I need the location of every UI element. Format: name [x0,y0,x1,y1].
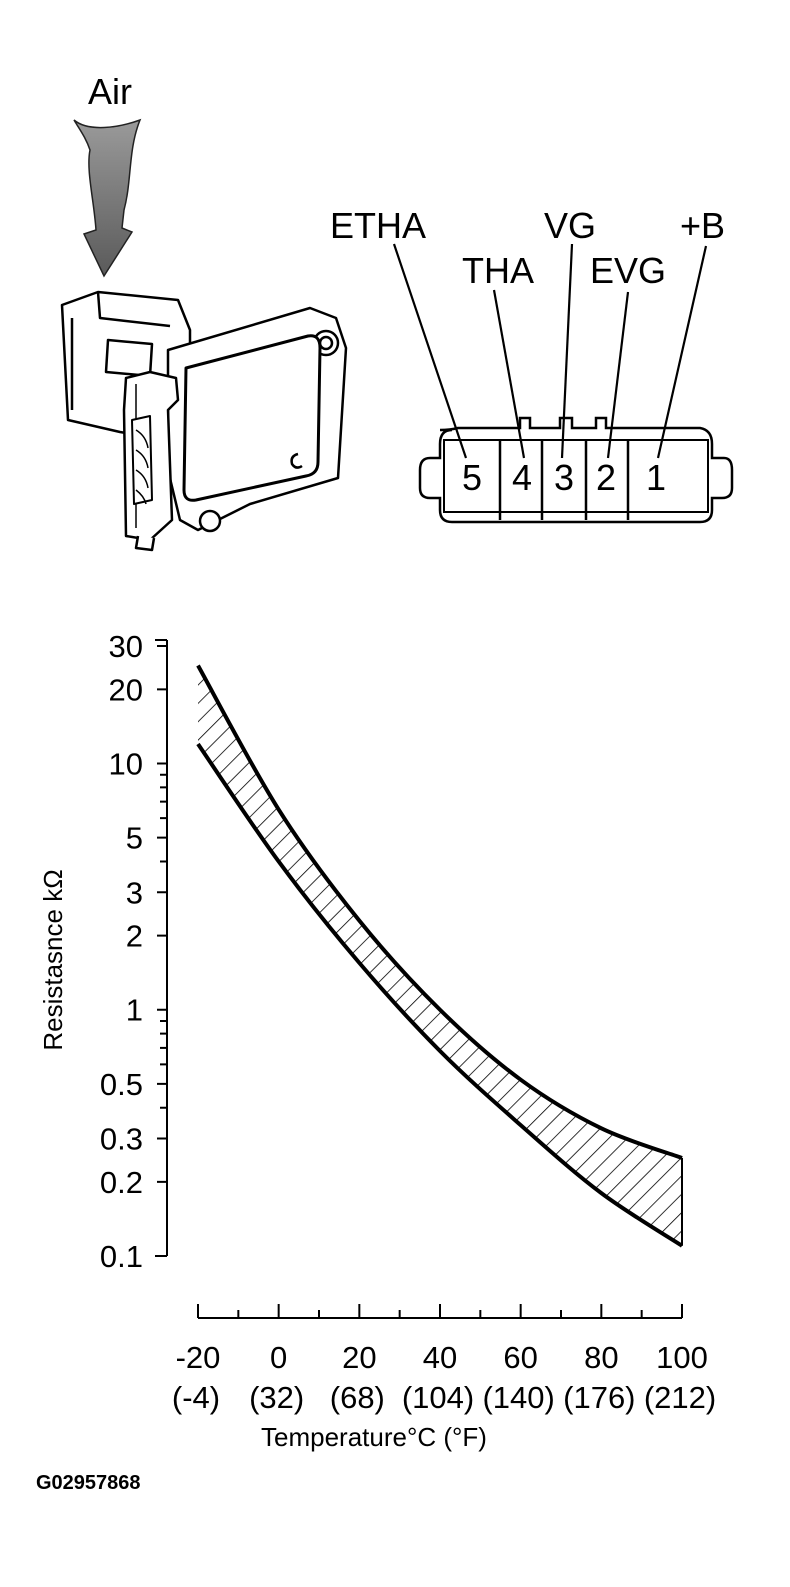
pin-number-4: 4 [512,457,532,498]
air-flow-meter-drawing [60,290,348,552]
pin-number-1: 1 [646,457,666,498]
pin-number-3: 3 [554,457,574,498]
air-flow-arrow [73,118,142,278]
x-tick-label-celsius: 100 [656,1340,708,1375]
y-tick-label: 5 [126,821,143,856]
y-tick-label: 0.2 [100,1165,143,1200]
x-tick-label-celsius: 80 [584,1340,618,1375]
pin-label-plus-b: +B [680,205,725,246]
x-tick-labels: -20 (-4) 0 (32) 20 (68) 40 (104) 60 (140) 80 (176) 1… [172,1340,716,1415]
pin-signal-labels: ETHA THA VG EVG +B [330,205,725,291]
x-tick-label-fahrenheit: (140) [482,1380,554,1415]
upper-limit-curve [196,664,683,1160]
y-axis-title: Resistasnce kΩ [38,869,68,1050]
x-tick-label-fahrenheit: (104) [402,1380,474,1415]
x-tick-label-celsius: 40 [423,1340,457,1375]
x-tick-label-celsius: 0 [270,1340,287,1375]
pin-label-tha: THA [462,250,534,291]
x-axis-title: Temperature°C (°F) [261,1422,487,1452]
connector-face [418,416,734,524]
y-tick-labels: 30 20 10 5 3 2 1 0.5 0.3 0.2 0.1 [100,629,143,1274]
x-tick-label-fahrenheit: (32) [249,1380,304,1415]
pin-label-etha: ETHA [330,205,426,246]
y-tick-label: 0.1 [100,1239,143,1274]
x-tick-label-fahrenheit: (-4) [172,1380,220,1415]
x-tick-label-celsius: 60 [503,1340,537,1375]
lower-limit-curve [196,742,684,1248]
air-label: Air [88,71,132,112]
pin-number-5: 5 [462,457,482,498]
pin-label-vg: VG [544,205,596,246]
y-tick-label: 10 [109,746,143,781]
resistance-temperature-chart: 30 20 10 5 3 2 1 0.5 0.3 0.2 0.1 -20 (-4) 0 (32) 20 (68… [38,629,716,1452]
x-tick-label-celsius: 20 [342,1340,376,1375]
figure-code: G02957868 [36,1472,141,1494]
y-tick-label: 30 [109,629,143,664]
tolerance-band-layer [196,664,684,1248]
x-tick-label-fahrenheit: (176) [563,1380,635,1415]
y-tick-label: 3 [126,875,143,910]
pin-label-evg: EVG [590,250,666,291]
x-tick-label-fahrenheit: (68) [330,1380,385,1415]
pin-number-2: 2 [596,457,616,498]
x-tick-label-fahrenheit: (212) [644,1380,716,1415]
y-tick-label: 20 [109,672,143,707]
x-tick-label-celsius: -20 [176,1340,221,1375]
tolerance-band-hatch [198,665,682,1246]
pin-leader-lines [392,243,708,459]
y-tick-label: 0.3 [100,1122,143,1157]
y-tick-label: 2 [126,919,143,954]
y-tick-label: 0.5 [100,1067,143,1102]
pin-numbers: 5 4 3 2 1 [462,457,666,498]
chart-axes [155,639,683,1319]
y-tick-label: 1 [126,993,143,1028]
